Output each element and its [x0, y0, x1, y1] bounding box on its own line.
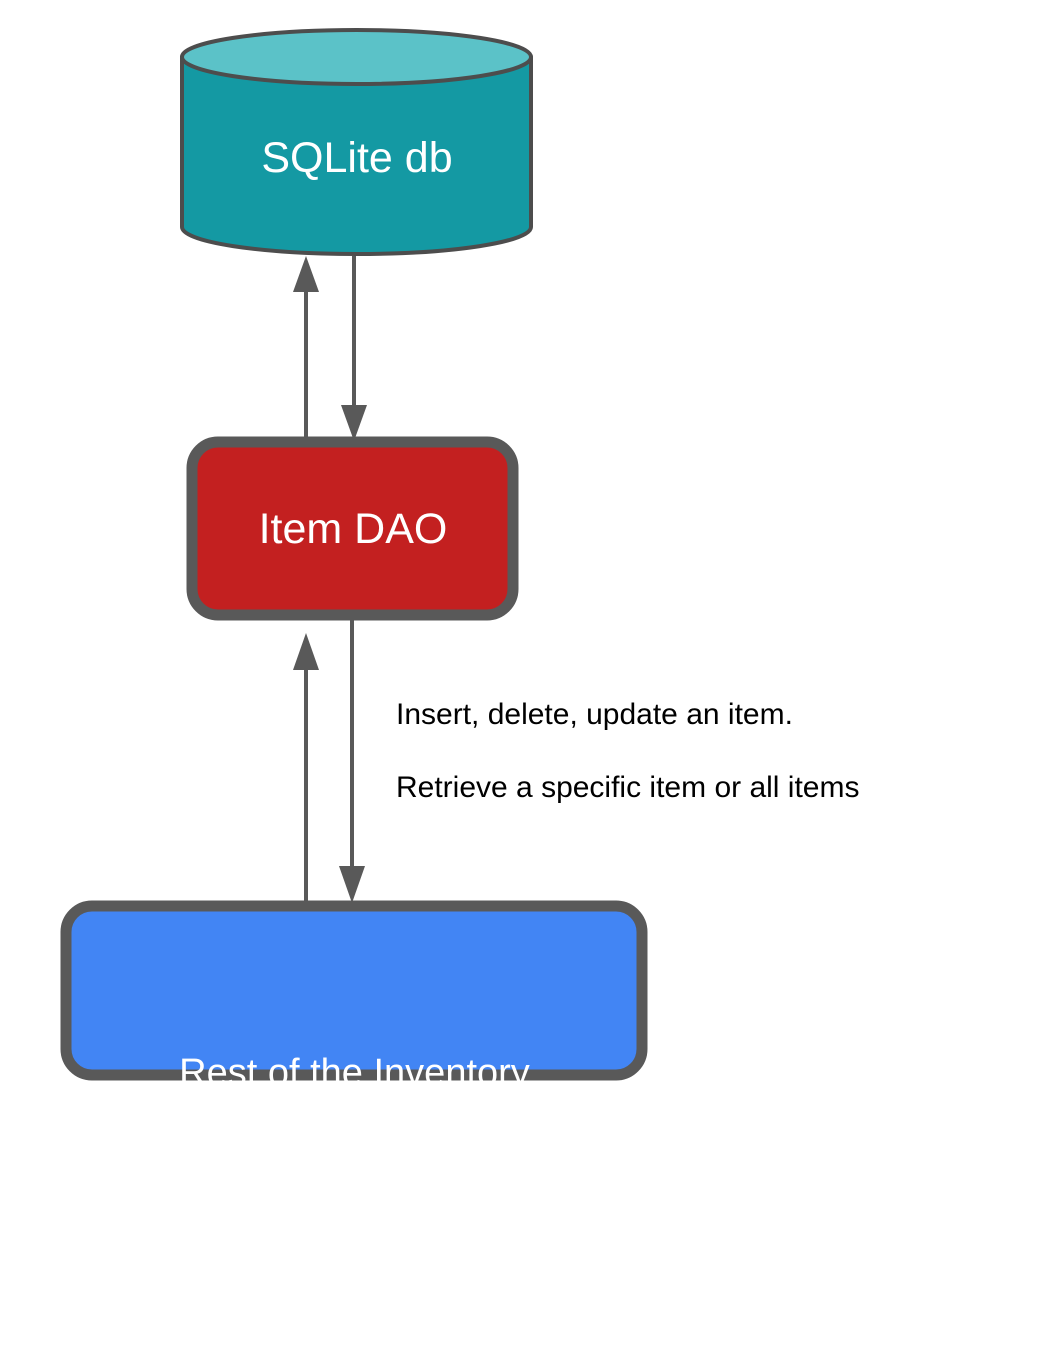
cylinder-body [180, 55, 533, 256]
edge-db-to-dao [341, 256, 367, 441]
diagram-graphics [60, 28, 648, 1081]
item-dao-rect [186, 436, 519, 621]
edge-app-to-dao-arrowhead [293, 633, 319, 670]
inventory-app-label-line2: application [263, 1214, 446, 1256]
edge-annotation-line-1: Insert, delete, update an item. [396, 698, 793, 731]
edge-annotation-line-2: Retrieve a specific item or all items [396, 771, 860, 804]
node-item-dao[interactable] [186, 436, 519, 621]
inventory-app-rect [60, 900, 648, 1081]
diagram-canvas: SQLite db Item DAO Rest of the Inventory… [60, 28, 860, 1081]
edge-db-to-dao-arrowhead [341, 405, 367, 441]
edge-dao-to-db-arrowhead [293, 256, 319, 292]
node-sqlite-db[interactable] [180, 28, 533, 256]
edge-dao-to-app-arrowhead [339, 866, 365, 903]
cylinder-top-ellipse [180, 28, 533, 86]
edge-dao-to-app [339, 620, 365, 903]
node-inventory-app[interactable] [60, 900, 648, 1081]
edge-app-to-dao [293, 633, 319, 902]
edge-dao-to-db [293, 256, 319, 437]
